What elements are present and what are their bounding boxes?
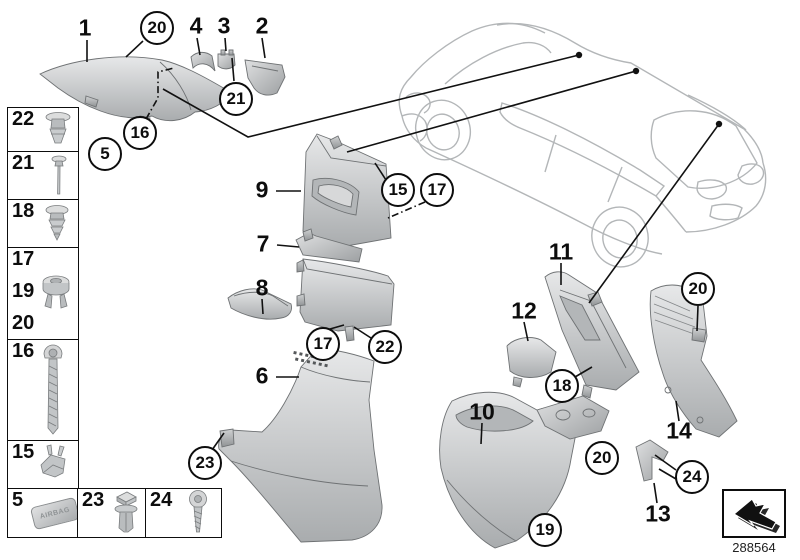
part-13-bracket[interactable] <box>635 439 669 482</box>
part-12-cover[interactable] <box>506 337 557 388</box>
part-b-pillar-mid-housing[interactable] <box>296 258 395 342</box>
callout-circle-17-mid[interactable]: 17 <box>306 327 340 361</box>
callout-circle-18[interactable]: 18 <box>545 369 579 403</box>
callout-7[interactable]: 7 <box>256 230 270 257</box>
legend-num-24: 24 <box>150 489 173 511</box>
callout-3[interactable]: 3 <box>217 12 231 39</box>
direction-of-travel-symbol-box <box>722 489 786 538</box>
callout-circle-22[interactable]: 22 <box>368 330 402 364</box>
part-14-d-pillar-trim[interactable] <box>649 284 738 438</box>
spring-clip-icon <box>40 444 66 477</box>
car-outline-sketch <box>398 22 767 268</box>
callout-circle-17-upper[interactable]: 17 <box>420 173 454 207</box>
legend-box-17-19-20[interactable]: 17 19 20 <box>7 247 79 340</box>
callout-circle-20-right[interactable]: 20 <box>681 272 715 306</box>
callout-circle-15[interactable]: 15 <box>381 173 415 207</box>
callout-circle-19[interactable]: 19 <box>528 513 562 547</box>
legend-box-15[interactable]: 15 <box>7 440 79 489</box>
leader-lines <box>86 37 723 504</box>
part-9-b-pillar-upper-trim[interactable] <box>302 133 392 248</box>
callout-circle-20-top[interactable]: 20 <box>140 11 174 45</box>
callout-circle-24[interactable]: 24 <box>675 460 709 494</box>
callout-12[interactable]: 12 <box>511 297 537 324</box>
legend-box-21[interactable]: 21 <box>7 151 79 200</box>
blind-rivet-icon <box>51 155 67 194</box>
callout-8[interactable]: 8 <box>255 274 269 301</box>
part-8-cover-strip[interactable] <box>227 288 292 320</box>
legend-num-5: 5 <box>12 489 24 511</box>
expansion-nut-icon <box>114 491 138 533</box>
callout-2[interactable]: 2 <box>255 12 269 39</box>
legend-num-16: 16 <box>12 340 35 362</box>
legend-num-19: 19 <box>12 280 35 302</box>
legend-num-23: 23 <box>82 489 105 511</box>
doc-number: 288564 <box>732 540 776 555</box>
legend-box-22[interactable]: 22 <box>7 107 79 152</box>
legend-num-15: 15 <box>12 441 35 463</box>
expansion-rivet-icon <box>45 111 71 143</box>
callout-circle-23[interactable]: 23 <box>188 446 222 480</box>
callout-circle-5[interactable]: 5 <box>88 137 122 171</box>
callout-6[interactable]: 6 <box>255 362 269 389</box>
callout-4[interactable]: 4 <box>189 12 203 39</box>
callout-14[interactable]: 14 <box>666 417 692 444</box>
callout-circle-20-lower[interactable]: 20 <box>585 441 619 475</box>
part-10-lower-side-trim[interactable] <box>439 391 610 549</box>
airbag-cap-icon: AIRBAG <box>29 496 81 531</box>
torx-screw-icon <box>43 344 63 435</box>
legend-box-5-airbag[interactable]: 5 AIRBAG <box>7 488 81 538</box>
legend-box-18[interactable]: 18 <box>7 199 79 248</box>
callout-13[interactable]: 13 <box>645 500 671 527</box>
part-4-clamp[interactable] <box>190 51 216 72</box>
tapping-screw-icon <box>189 490 207 533</box>
part-2-bracket[interactable] <box>244 59 286 96</box>
callout-9[interactable]: 9 <box>255 176 269 203</box>
direction-of-travel-arrow-icon <box>732 497 780 533</box>
part-6-b-pillar-lower-trim[interactable] <box>218 347 383 543</box>
airbag-cap-text: AIRBAG <box>39 506 71 521</box>
callout-11[interactable]: 11 <box>548 238 574 265</box>
legend-box-24[interactable]: 24 <box>145 488 222 538</box>
part-7-rail[interactable] <box>295 228 363 263</box>
legend-num-20: 20 <box>12 312 35 334</box>
legend-num-22: 22 <box>12 108 35 130</box>
callout-circle-16[interactable]: 16 <box>123 116 157 150</box>
grommet-clip-icon <box>42 275 70 309</box>
part-3-clip-bracket[interactable] <box>217 49 236 70</box>
callout-1[interactable]: 1 <box>78 14 92 41</box>
legend-num-21: 21 <box>12 152 35 174</box>
legend-box-16[interactable]: 16 <box>7 339 79 441</box>
callout-circle-21[interactable]: 21 <box>219 82 253 116</box>
legend-num-17: 17 <box>12 248 35 270</box>
legend-num-18: 18 <box>12 200 35 222</box>
legend-box-23[interactable]: 23 <box>77 488 147 538</box>
callout-10[interactable]: 10 <box>469 398 495 425</box>
expanding-clip-icon <box>45 204 69 241</box>
